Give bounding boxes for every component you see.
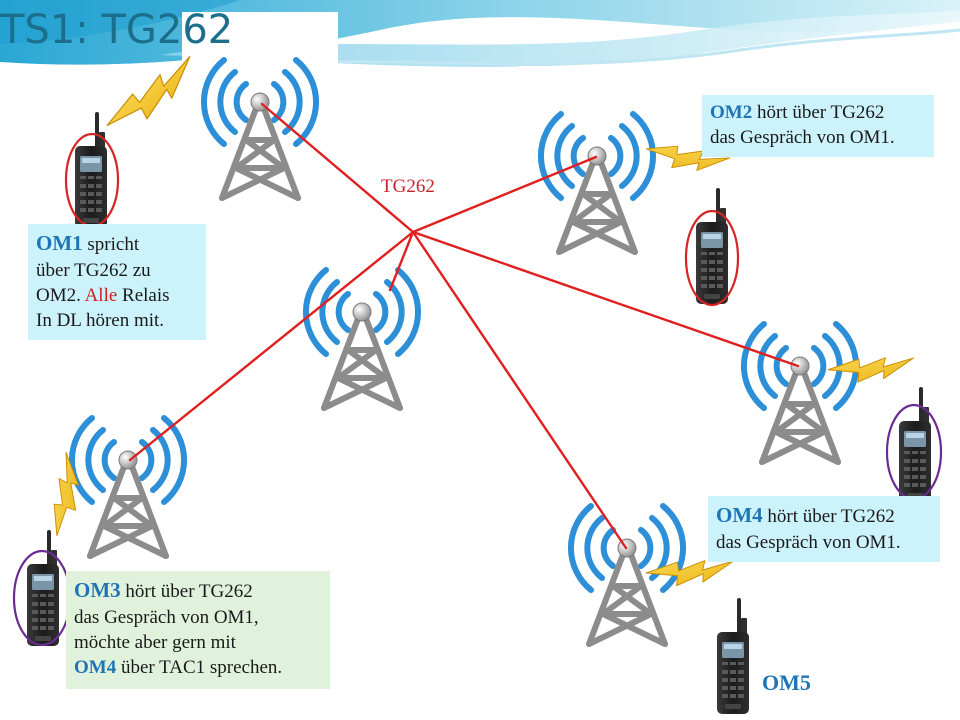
caption-text: über TAC1 sprechen.	[116, 657, 283, 679]
om4-caption: OM4 hört über TG262 das Gespräch von OM1…	[708, 496, 940, 562]
caption-text: das Gespräch von OM1.	[716, 531, 901, 553]
tg262-links	[128, 102, 800, 550]
caption-text: hört über TG262	[752, 102, 885, 123]
om-name: OM1	[36, 231, 83, 255]
highlight-circle	[684, 209, 740, 307]
om-name: OM4	[716, 503, 763, 527]
handheld-radio-icon	[75, 112, 107, 228]
radio-tower-icon	[722, 276, 878, 486]
link-line	[411, 230, 628, 550]
caption-text: möchte aber gern mit	[74, 632, 236, 654]
om3-caption: OM3 hört über TG262 das Gespräch von OM1…	[66, 571, 330, 689]
om2-caption: OM2 hört über TG262 das Gespräch von OM1…	[702, 95, 934, 157]
om1-caption: OM1 spricht über TG262 zu OM2. Alle Rela…	[28, 224, 206, 340]
om-name: OM3	[74, 578, 121, 602]
caption-text: hört über TG262	[762, 506, 895, 527]
caption-text: das Gespräch von OM1,	[74, 606, 259, 628]
caption-text: über TG262 zu	[36, 259, 151, 281]
link-line	[388, 230, 415, 292]
alle-highlight: Alle	[84, 285, 118, 307]
om-name: OM2	[710, 102, 753, 123]
radio-tower-icon	[284, 222, 440, 432]
caption-text: das Gespräch von OM1.	[710, 127, 895, 149]
om-name: OM4	[74, 657, 117, 679]
om5-label: OM5	[762, 670, 811, 695]
tg262-label: TG262	[381, 176, 435, 197]
radio-tower-icon	[519, 66, 675, 276]
caption-text: OM2.	[36, 285, 85, 307]
caption-text: Relais	[117, 285, 170, 307]
link-line	[128, 230, 415, 462]
link-line	[260, 102, 415, 234]
slide-title: TS1: TG262	[0, 7, 234, 53]
caption-text: In DL hören mit.	[36, 310, 165, 332]
caption-text: spricht	[82, 234, 140, 255]
radio-tower-icon	[549, 458, 705, 668]
handheld-radio-icon	[696, 188, 728, 304]
handheld-radio-icon	[717, 598, 749, 714]
link-line	[411, 155, 598, 234]
link-line	[411, 230, 800, 368]
caption-text: hört über TG262	[120, 581, 253, 602]
